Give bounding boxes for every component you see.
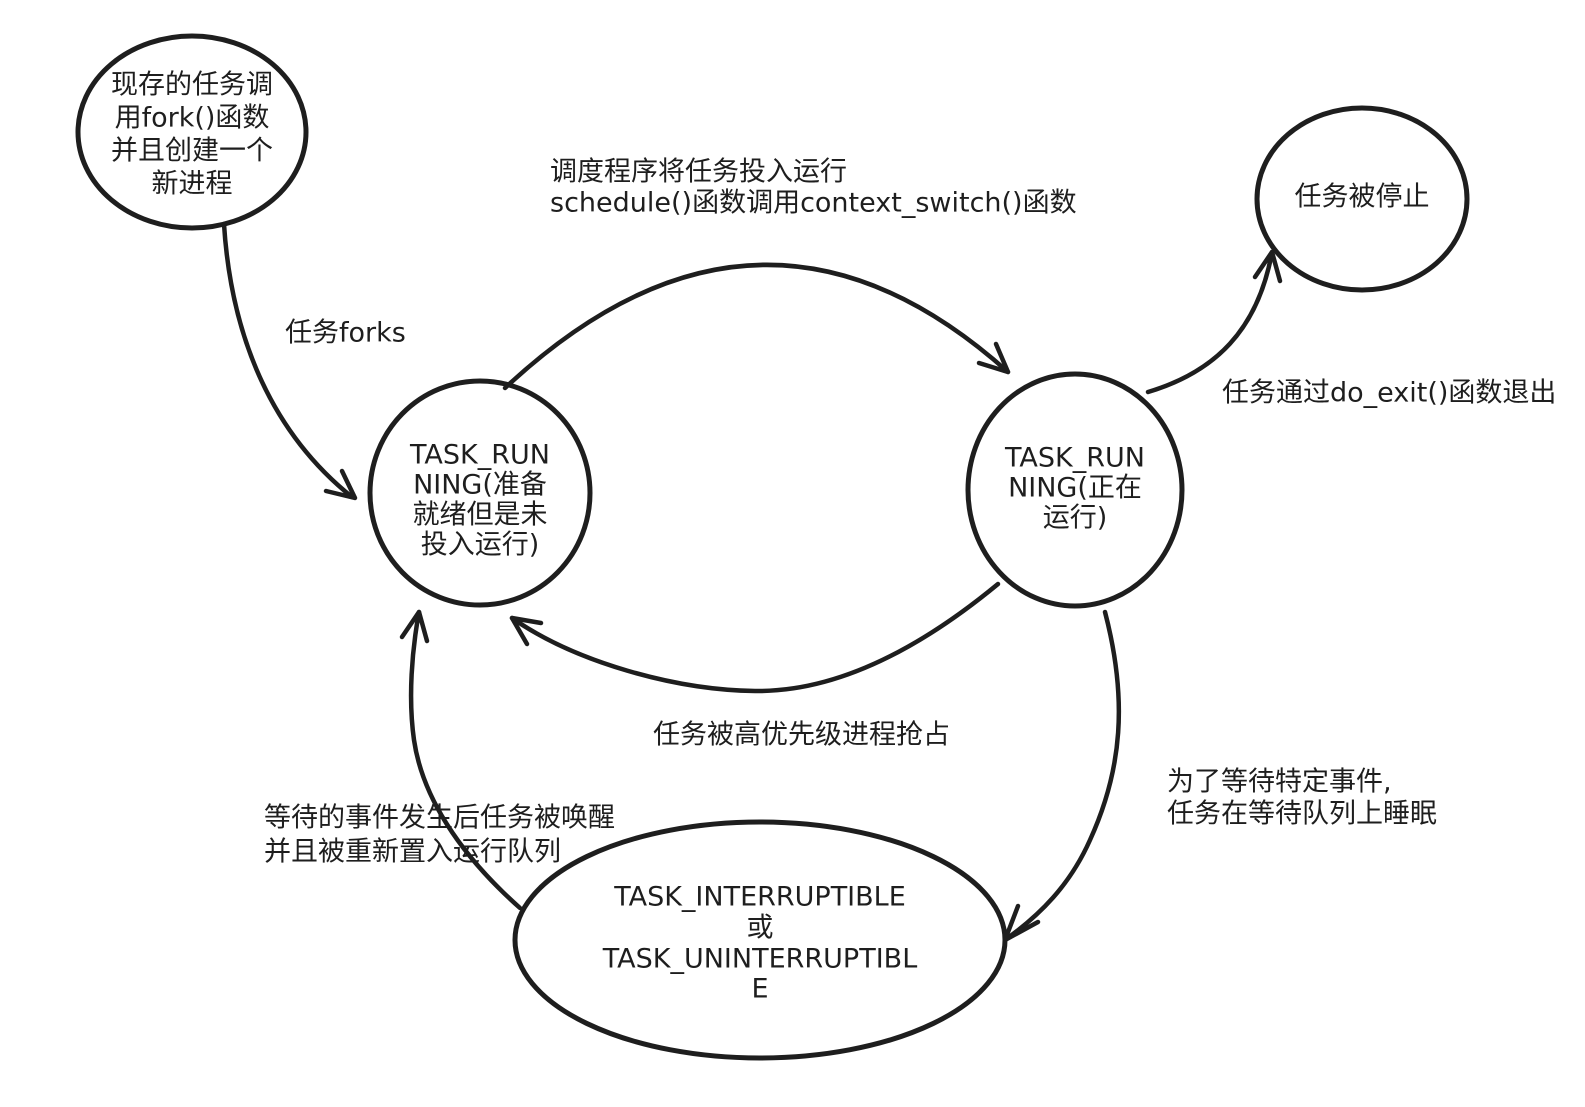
- edge-schedule-label-line: 调度程序将任务投入运行: [550, 157, 847, 188]
- edge-sleep-arrow: [1002, 609, 1122, 943]
- node-task-running-ready-line: TASK_RUN: [409, 440, 550, 471]
- node-task-sleeping-label: TASK_INTERRUPTIBLE 或 TASK_UNINTERRUPTIBL…: [602, 882, 917, 1005]
- edge-forks-arrowhead: [323, 468, 358, 501]
- node-task-sleeping-line: TASK_INTERRUPTIBLE: [613, 882, 906, 913]
- node-task-stopped-line: 任务被停止: [1295, 182, 1430, 213]
- node-task-sleeping-line: E: [751, 974, 768, 1005]
- edge-wake-arrowhead: [399, 609, 430, 644]
- node-task-sleeping-line: 或: [747, 913, 774, 944]
- node-task-running-ready-line: NING(准备: [413, 470, 547, 501]
- node-task-running-executing-line: TASK_RUN: [1004, 443, 1145, 474]
- node-task-running-executing-circle: [965, 371, 1185, 609]
- node-task-running-ready-circle: [367, 378, 593, 608]
- text-layer: 现存的任务调 用fork()函数 并且创建一个 新进程 TASK_RUN NIN…: [111, 70, 1556, 1005]
- node-task-running-executing-label: TASK_RUN NING(正在 运行): [1004, 443, 1145, 534]
- edge-wake-label-line: 等待的事件发生后任务被唤醒: [264, 803, 615, 834]
- edge-preempt-label: 任务被高优先级进程抢占: [653, 720, 950, 751]
- edge-sleep-arrowhead: [1002, 903, 1041, 943]
- node-task-stopped-circle: [1254, 105, 1470, 293]
- node-task-running-ready-line: 投入运行): [421, 530, 540, 561]
- node-task-sleeping-line: TASK_UNINTERRUPTIBL: [602, 944, 917, 975]
- edge-sleep-label-line: 任务在等待队列上睡眠: [1167, 799, 1437, 830]
- node-fork-source-line: 新进程: [152, 169, 233, 200]
- node-task-running-executing-line: NING(正在: [1008, 473, 1142, 504]
- node-task-running-ready-line: 就绪但是未: [413, 500, 548, 531]
- edge-forks-arrow: [221, 221, 355, 500]
- edge-sleep-label: 为了等待特定事件, 任务在等待队列上睡眠: [1167, 767, 1437, 830]
- edge-do-exit-arrowhead: [1252, 249, 1283, 284]
- edge-do-exit-arrow: [1145, 249, 1275, 395]
- edge-wake-label-line: 并且被重新置入运行队列: [264, 837, 561, 868]
- node-fork-source-ellipse: [75, 33, 309, 231]
- edge-schedule-arrow: [502, 262, 1011, 391]
- edge-preempt-arrowhead: [509, 615, 544, 647]
- edge-wake-label: 等待的事件发生后任务被唤醒 并且被重新置入运行队列: [264, 803, 615, 868]
- node-task-running-executing-line: 运行): [1043, 503, 1108, 534]
- edge-schedule-label: 调度程序将任务投入运行 schedule()函数调用context_switch…: [550, 157, 1077, 219]
- edge-sleep-label-line: 为了等待特定事件,: [1167, 767, 1392, 798]
- node-fork-source-label: 现存的任务调 用fork()函数 并且创建一个 新进程: [111, 70, 273, 200]
- node-fork-source-line: 并且创建一个: [111, 136, 273, 167]
- edge-do-exit-label: 任务通过do_exit()函数退出: [1222, 378, 1556, 409]
- node-task-stopped-label: 任务被停止: [1295, 182, 1430, 213]
- node-fork-source-line: 现存的任务调: [111, 70, 273, 101]
- edge-preempt-arrow: [509, 581, 1001, 694]
- edge-schedule-label-line: schedule()函数调用context_switch()函数: [550, 188, 1077, 219]
- edge-forks-label: 任务forks: [285, 318, 406, 349]
- edge-schedule-arrowhead: [976, 341, 1011, 375]
- edge-wake-arrow: [408, 609, 523, 911]
- node-fork-source-line: 用fork()函数: [115, 103, 270, 134]
- stroke-layer: [75, 33, 1470, 1061]
- node-task-running-ready-label: TASK_RUN NING(准备 就绪但是未 投入运行): [409, 440, 550, 561]
